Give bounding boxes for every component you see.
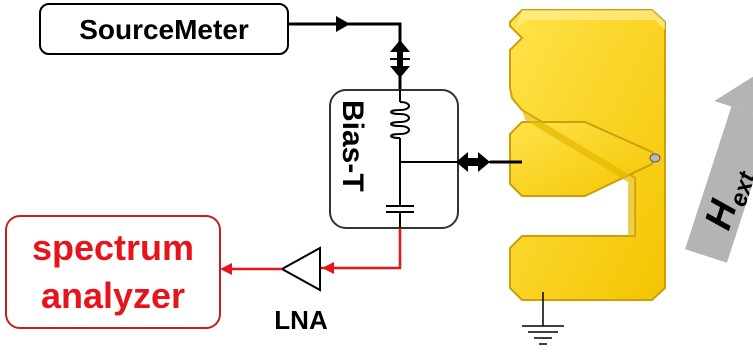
rf-output-arrow-icon: [220, 263, 232, 275]
bias-t-label: Bias-T: [336, 100, 369, 192]
rf-wire-bias-to-lna: [320, 228, 402, 270]
source-meter-label: SourceMeter: [79, 14, 249, 45]
inductor-coil-icon: [390, 90, 410, 205]
ground-icon: [522, 292, 564, 345]
lna-label: LNA: [274, 305, 328, 335]
electrode-center-signal: [509, 121, 658, 197]
top-connector-icon: [390, 40, 410, 78]
amplifier-triangle-icon: [279, 246, 321, 292]
capacitor-icon: [386, 205, 414, 228]
electrode-top-ground-shadow: [515, 10, 665, 30]
spectrum-analyzer-label-line1: spectrum: [32, 227, 194, 268]
spectrum-analyzer-label-line2: analyzer: [41, 275, 185, 316]
device-junction: [649, 153, 661, 163]
electrode-gap-shading: [522, 110, 635, 236]
bias-t-box: [329, 89, 459, 229]
waveguide-electrode: [509, 9, 666, 301]
spectrum-analyzer-box: [5, 215, 221, 329]
field-arrow-icon: Hext: [685, 67, 753, 263]
dc-arrow-icon: [336, 16, 350, 32]
dc-wire: [288, 22, 402, 90]
side-connector-icon: [456, 152, 522, 172]
source-meter-box: [39, 3, 289, 55]
rf-arrow-icon: [322, 262, 334, 274]
